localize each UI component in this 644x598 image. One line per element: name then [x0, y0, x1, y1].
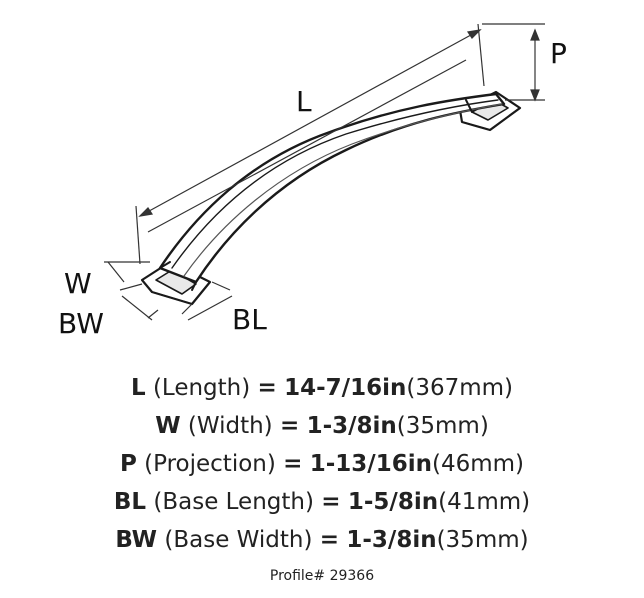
- label-length: L: [296, 85, 312, 118]
- spec-equals: =: [283, 451, 303, 477]
- spec-name: (Base Width): [164, 527, 313, 553]
- spec-equals: =: [319, 527, 340, 553]
- label-base-length: BL: [232, 303, 267, 336]
- length-dimension-line: [139, 29, 481, 217]
- spec-code: BW: [115, 527, 158, 553]
- label-base-width: BW: [58, 307, 104, 340]
- spec-row-width: W (Width) = 1-3/8in(35mm): [0, 407, 644, 445]
- spec-imperial: 1-13/16in: [309, 451, 432, 477]
- pull-dimension-drawing: [104, 23, 545, 321]
- spec-code: L: [130, 375, 146, 401]
- dimension-lines: [104, 23, 545, 321]
- spec-code: BL: [113, 489, 147, 515]
- spec-metric: (46mm): [431, 451, 525, 477]
- base-length-dimension-line: [187, 295, 233, 321]
- width-dimension-line: [107, 261, 125, 283]
- specs-list: L (Length) = 14-7/16in(367mm) W (Width) …: [0, 369, 644, 559]
- spec-name: (Width): [187, 413, 273, 439]
- spec-equals: =: [279, 413, 300, 439]
- spec-metric: (35mm): [436, 527, 529, 553]
- spec-name: (Base Length): [153, 489, 314, 515]
- spec-code: P: [119, 451, 137, 477]
- spec-row-base-length: BL (Base Length) = 1-5/8in(41mm): [0, 483, 644, 521]
- arched-bar: [158, 92, 506, 284]
- spec-equals: =: [257, 375, 277, 401]
- spec-imperial: 1-3/8in: [346, 527, 437, 553]
- profile-number: Profile# 29366: [269, 568, 375, 584]
- spec-imperial: 14-7/16in: [284, 375, 407, 401]
- spec-metric: (41mm): [438, 489, 531, 515]
- label-projection: P: [550, 37, 567, 70]
- handle-pull: [140, 90, 522, 306]
- spec-metric: (35mm): [396, 413, 489, 439]
- spec-equals: =: [321, 489, 341, 515]
- spec-name: (Length): [152, 375, 251, 401]
- base-width-dimension-line: [121, 295, 153, 321]
- spec-row-projection: P (Projection) = 1-13/16in(46mm): [0, 445, 644, 483]
- spec-metric: (367mm): [406, 375, 514, 401]
- label-width: W: [64, 267, 92, 300]
- spec-imperial: 1-3/8in: [306, 413, 397, 439]
- spec-row-base-width: BW (Base Width) = 1-3/8in(35mm): [0, 521, 644, 559]
- spec-imperial: 1-5/8in: [347, 489, 439, 515]
- spec-code: W: [155, 413, 181, 439]
- spec-row-length: L (Length) = 14-7/16in(367mm): [0, 369, 644, 407]
- spec-name: (Projection): [144, 451, 276, 477]
